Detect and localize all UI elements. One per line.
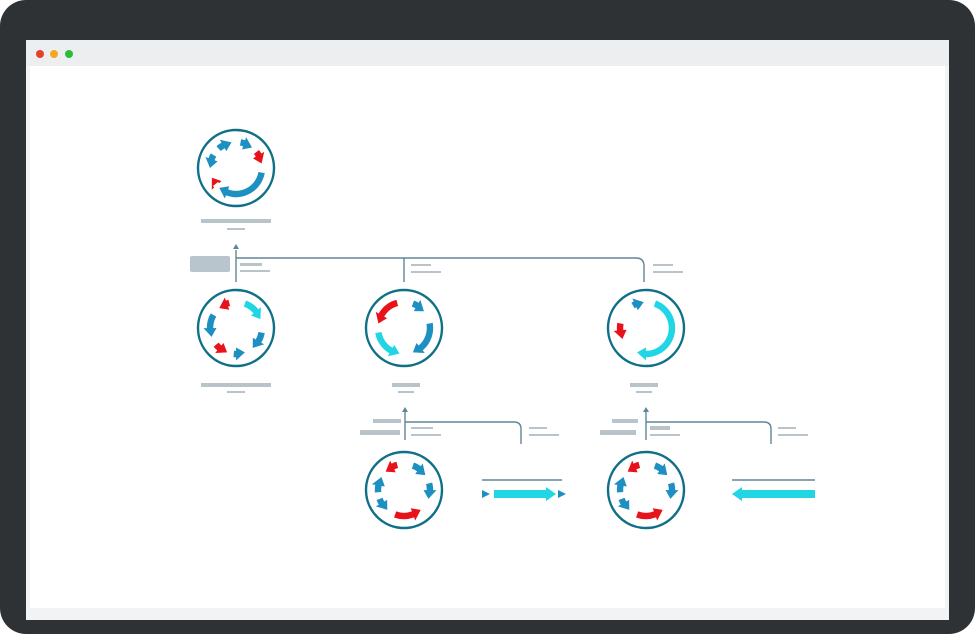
right-branch-label-e <box>778 427 796 429</box>
window-titlebar <box>26 40 949 66</box>
plasmid-left-feature-arrow-4 <box>213 342 228 353</box>
right-branch-label-d <box>650 434 680 436</box>
fragment-reverse-head <box>732 487 742 501</box>
right-branch-label-a <box>612 419 638 423</box>
plasmid-right-feature-arrow-3 <box>613 322 627 339</box>
plasmid-root-feature-arrow-3 <box>219 171 265 199</box>
branch-left-label-b <box>240 270 270 272</box>
middle-sublabel-placeholder <box>398 391 414 393</box>
right-label-placeholder <box>630 383 658 387</box>
plasmid-root-feature-arrow-5 <box>205 153 218 168</box>
plasmid-middle-feature-arrow-1 <box>411 299 424 312</box>
left-sublabel-placeholder <box>227 391 245 393</box>
plasmid-root-feature-arrow-6 <box>216 139 232 152</box>
middle-label-placeholder <box>392 383 420 387</box>
middle-branch-label-d <box>411 434 441 436</box>
plasmid-left-feature-arrow-1 <box>243 300 261 320</box>
fragment-forward-body <box>494 490 546 498</box>
plasmid-middle-feature-arrow-3 <box>375 331 400 357</box>
plasmid-child-2-feature-arrow-1 <box>653 462 668 476</box>
plasmid-child-1-feature-arrow-6 <box>385 460 399 473</box>
plasmid-child-1-feature-arrow-2 <box>423 482 437 499</box>
middle-branch-label-f <box>529 434 559 436</box>
plasmid-right-feature-arrow-2 <box>637 300 676 361</box>
close-window-button[interactable] <box>36 50 44 58</box>
branch-middle-label-a <box>411 264 431 266</box>
left-label-placeholder <box>201 383 271 387</box>
right-branch-arrowhead <box>643 407 649 412</box>
middle-branch-label-c <box>411 427 433 429</box>
root-label-placeholder <box>201 219 271 223</box>
plasmid-child-2-feature-arrow-6 <box>627 460 641 473</box>
plasmid-child-2-feature-arrow-4 <box>617 497 630 510</box>
plasmid-child-1-feature-arrow-1 <box>411 462 426 476</box>
plasmid-child-1-feature-arrow-3 <box>394 508 421 521</box>
fragment-forward-start-arrow <box>482 490 490 498</box>
diagram-canvas <box>30 66 945 608</box>
fragment-reverse-body <box>742 490 815 498</box>
plasmid-middle-feature-arrow-4 <box>375 299 399 324</box>
right-branch-label-b <box>600 430 636 435</box>
middle-branch-label-a <box>373 419 401 423</box>
plasmid-root-feature-arrow-2 <box>252 150 265 164</box>
plasmid-right-feature-arrow-1 <box>631 298 644 311</box>
branch-left-label-a <box>240 263 262 266</box>
browser-window <box>26 40 949 620</box>
middle-branch-label-e <box>529 427 547 429</box>
right-branch-label-c <box>650 426 670 430</box>
zoom-window-button[interactable] <box>65 50 73 58</box>
middle-branch-label-b <box>360 430 400 435</box>
plasmid-left-feature-arrow-5 <box>203 313 217 337</box>
fragment-forward-end-arrow <box>558 490 566 498</box>
plasmid-middle-feature-arrow-2 <box>412 322 434 353</box>
plasmid-left-feature-arrow-6 <box>219 297 231 310</box>
branch-right-label-a <box>653 264 673 266</box>
plasmid-root-feature-arrow-1 <box>239 137 253 150</box>
root-branch-arrowhead <box>233 244 239 249</box>
plasmid-child-1-feature-arrow-4 <box>375 497 388 510</box>
right-branch-horizontal <box>646 421 772 444</box>
right-branch-label-f <box>778 434 808 436</box>
plasmid-child-1-feature-arrow-5 <box>372 477 385 493</box>
root-branch-horizontal <box>236 257 645 282</box>
plasmid-child-2-feature-arrow-5 <box>614 477 627 493</box>
right-sublabel-placeholder <box>636 391 652 393</box>
plasmid-cloning-diagram <box>190 128 815 530</box>
branch-middle-label-b <box>411 271 441 273</box>
root-sublabel-placeholder <box>227 228 245 230</box>
plasmid-child-2-feature-arrow-2 <box>665 482 679 499</box>
plasmid-root-feature-arrow-4 <box>211 177 222 190</box>
plasmid-left-feature-arrow-2 <box>252 331 265 348</box>
middle-branch-horizontal <box>405 421 522 444</box>
branch-right-label-b <box>653 271 683 273</box>
fragment-forward-head <box>546 487 556 501</box>
plasmid-child-2-feature-arrow-3 <box>636 508 663 521</box>
enzyme-button <box>190 256 230 272</box>
minimize-window-button[interactable] <box>50 50 58 58</box>
plasmid-left-feature-arrow-3 <box>233 347 245 361</box>
middle-branch-arrowhead <box>402 407 408 412</box>
